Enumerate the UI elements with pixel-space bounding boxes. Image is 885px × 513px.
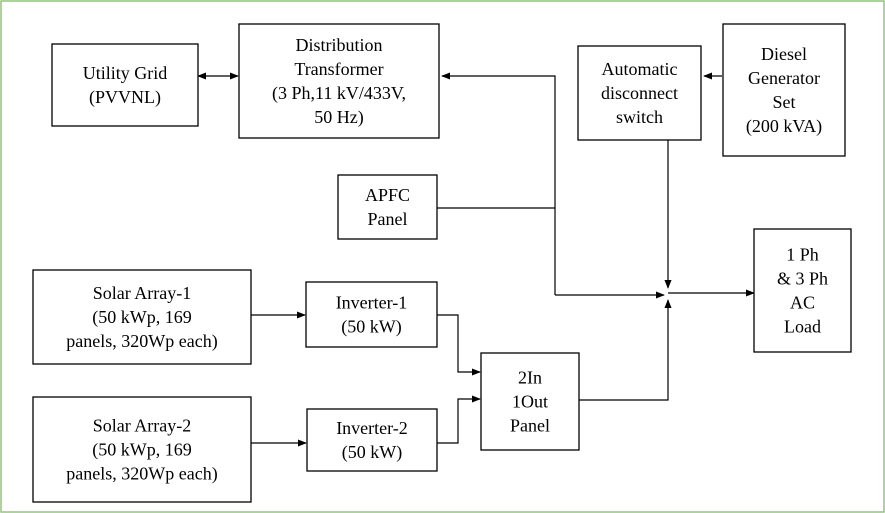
- utility-grid-block: Utility Grid (PVVNL): [51, 43, 199, 127]
- utility-grid-block-label-line: (PVVNL): [89, 87, 161, 108]
- apfc-panel-block-box: [337, 174, 438, 240]
- inverter-1-block-box: [305, 281, 438, 348]
- combiner-panel-block-label-line: 1Out: [512, 392, 548, 412]
- panel-to-junction-line: [579, 299, 672, 401]
- ac-load-block-box: [753, 228, 852, 353]
- inverter-2-block: Inverter-2 (50 kW): [306, 408, 438, 472]
- automatic-disconnect-switch-block: Automatic disconnect switch: [577, 45, 702, 141]
- combiner-panel-block-label-line: Panel: [510, 416, 550, 436]
- inverter2-to-panel-line: [437, 395, 481, 444]
- utility-grid-block-box: [51, 43, 199, 127]
- utility-grid-block-label-line: Utility Grid: [83, 63, 168, 83]
- automatic-disconnect-switch-block-label-line: Automatic: [602, 59, 678, 79]
- solar-array-1-block-label-line: Solar Array-1: [93, 283, 191, 303]
- ac-load-block-label-line: Load: [784, 317, 821, 337]
- inverter-2-block-label-line: Inverter-2: [336, 418, 408, 438]
- inverter-2-block-box: [306, 408, 438, 472]
- solar-array-2-block-label-line: Solar Array-2: [93, 416, 191, 436]
- inverter-1-block-label-line: (50 kW): [341, 317, 401, 338]
- solar-array-1-block-box: [32, 269, 252, 365]
- inverter-2-block-label-line: (50 kW): [342, 442, 402, 463]
- combiner-panel-block-label-line: 2In: [518, 368, 542, 388]
- distribution-transformer-block-label-line: 50 Hz): [314, 107, 363, 128]
- ac-load-block-label-line: & 3 Ph: [777, 269, 828, 289]
- solar-array-1-block-label-line: panels, 320Wp each): [66, 331, 217, 352]
- diesel-generator-set-block-label-line: Generator: [748, 68, 820, 88]
- inverter-1-block-label-line: Inverter-1: [336, 293, 408, 313]
- distribution-transformer-block-label-line: Distribution: [295, 35, 382, 55]
- solar-array-2-block-box: [32, 396, 252, 503]
- solar-array-2-block-label-line: panels, 320Wp each): [66, 464, 217, 485]
- automatic-disconnect-switch-block-label-line: disconnect: [601, 83, 678, 103]
- solar-array-1-block: Solar Array-1 (50 kWp, 169 panels, 320Wp e…: [32, 269, 252, 365]
- diesel-generator-set-block-label-line: Set: [772, 92, 795, 112]
- solar-array-2-block-label-line: (50 kWp, 169: [92, 440, 191, 461]
- ac-load-block-label-line: 1 Ph: [786, 245, 819, 265]
- apfc-panel-block-label-line: Panel: [368, 209, 408, 229]
- distribution-transformer-block-label-line: Transformer: [294, 59, 383, 79]
- ac-load-block: 1 Ph & 3 Ph AC Load: [753, 228, 852, 353]
- apfc-panel-block: APFC Panel: [337, 174, 438, 240]
- solar-array-2-block: Solar Array-2 (50 kWp, 169 panels, 320Wp e…: [32, 396, 252, 503]
- solar-array-1-block-label-line: (50 kWp, 169: [92, 307, 191, 328]
- distribution-transformer-block-box: [238, 23, 440, 139]
- apfc-panel-block-label-line: APFC: [365, 185, 410, 205]
- combiner-panel-block-box: [480, 352, 580, 451]
- distribution-transformer-block-label-line: (3 Ph,11 kV/433V,: [272, 83, 406, 104]
- diesel-generator-set-block-label-line: (200 kVA): [746, 116, 822, 137]
- ac-load-block-label-line: AC: [790, 293, 815, 313]
- inverter1-to-panel-line: [437, 314, 481, 376]
- inverter-1-block: Inverter-1 (50 kW): [305, 281, 438, 348]
- automatic-disconnect-switch-block-label-line: switch: [616, 107, 663, 127]
- automatic-disconnect-switch-block-box: [577, 45, 702, 141]
- diesel-generator-set-block-label-line: Diesel: [761, 44, 807, 64]
- diesel-generator-set-block-box: [722, 23, 846, 157]
- junction-to-transformer-line: [441, 72, 556, 295]
